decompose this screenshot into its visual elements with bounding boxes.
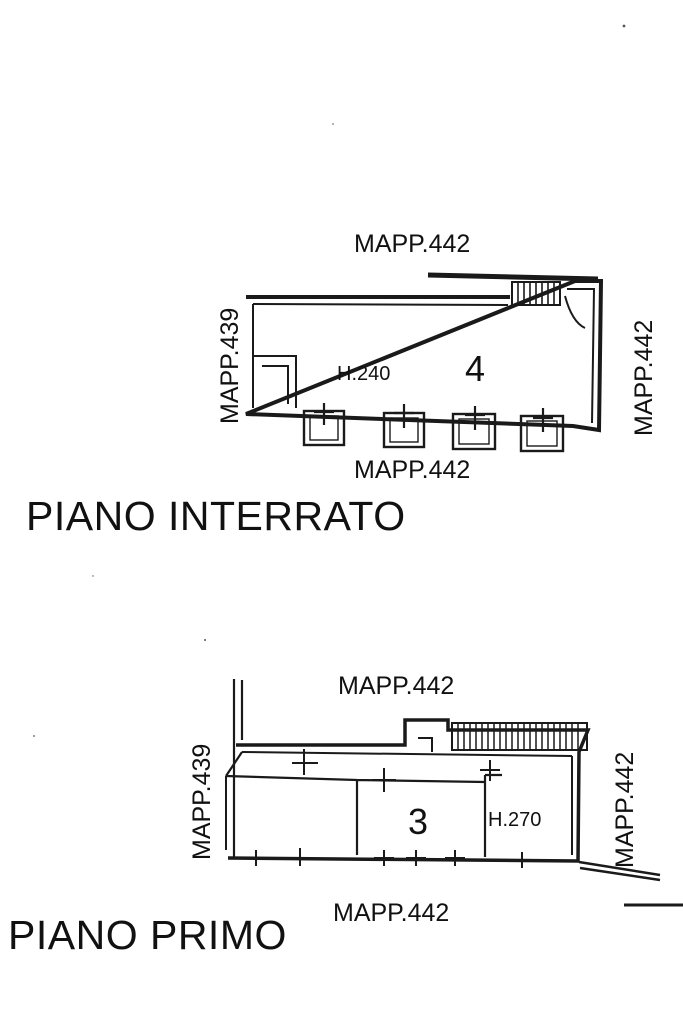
first-floor-unit-number: 3	[408, 801, 428, 842]
first-floor-stair	[418, 722, 588, 752]
first-floor-label-bottom: MAPP.442	[333, 899, 449, 927]
first-floor-right-boundary	[578, 860, 661, 882]
basement-boundary-line	[427, 272, 599, 282]
basement-stair	[511, 281, 586, 329]
basement-label-left: MAPP.439	[216, 308, 244, 424]
first-floor-left-boundary	[232, 679, 244, 858]
basement-outer-wall	[245, 279, 604, 433]
basement-height: H.240	[337, 363, 390, 385]
basement-inner-wall	[252, 288, 596, 424]
basement-label-bottom: MAPP.442	[354, 456, 470, 484]
first-floor-height: H.270	[488, 809, 541, 831]
scan-noise	[33, 24, 626, 737]
first-floor-label-top: MAPP.442	[338, 672, 454, 700]
basement-label-top: MAPP.442	[354, 230, 470, 258]
first-floor-label-right: MAPP.442	[611, 752, 639, 868]
first-floor-inner-wall	[225, 751, 573, 855]
first-floor-rooms	[225, 751, 502, 857]
basement-light-wells	[302, 403, 565, 453]
floor-title-basement: PIANO INTERRATO	[26, 493, 406, 539]
first-floor-plan	[225, 679, 683, 907]
basement-unit-number: 4	[465, 348, 485, 389]
basement-label-right: MAPP.442	[630, 320, 658, 436]
floor-title-first-floor: PIANO PRIMO	[8, 912, 287, 958]
basement-plan	[245, 272, 604, 453]
basement-small-room	[253, 355, 297, 408]
first-floor-windows	[246, 749, 532, 868]
first-floor-label-left: MAPP.439	[188, 744, 216, 860]
first-floor-outer-wall	[227, 718, 591, 863]
